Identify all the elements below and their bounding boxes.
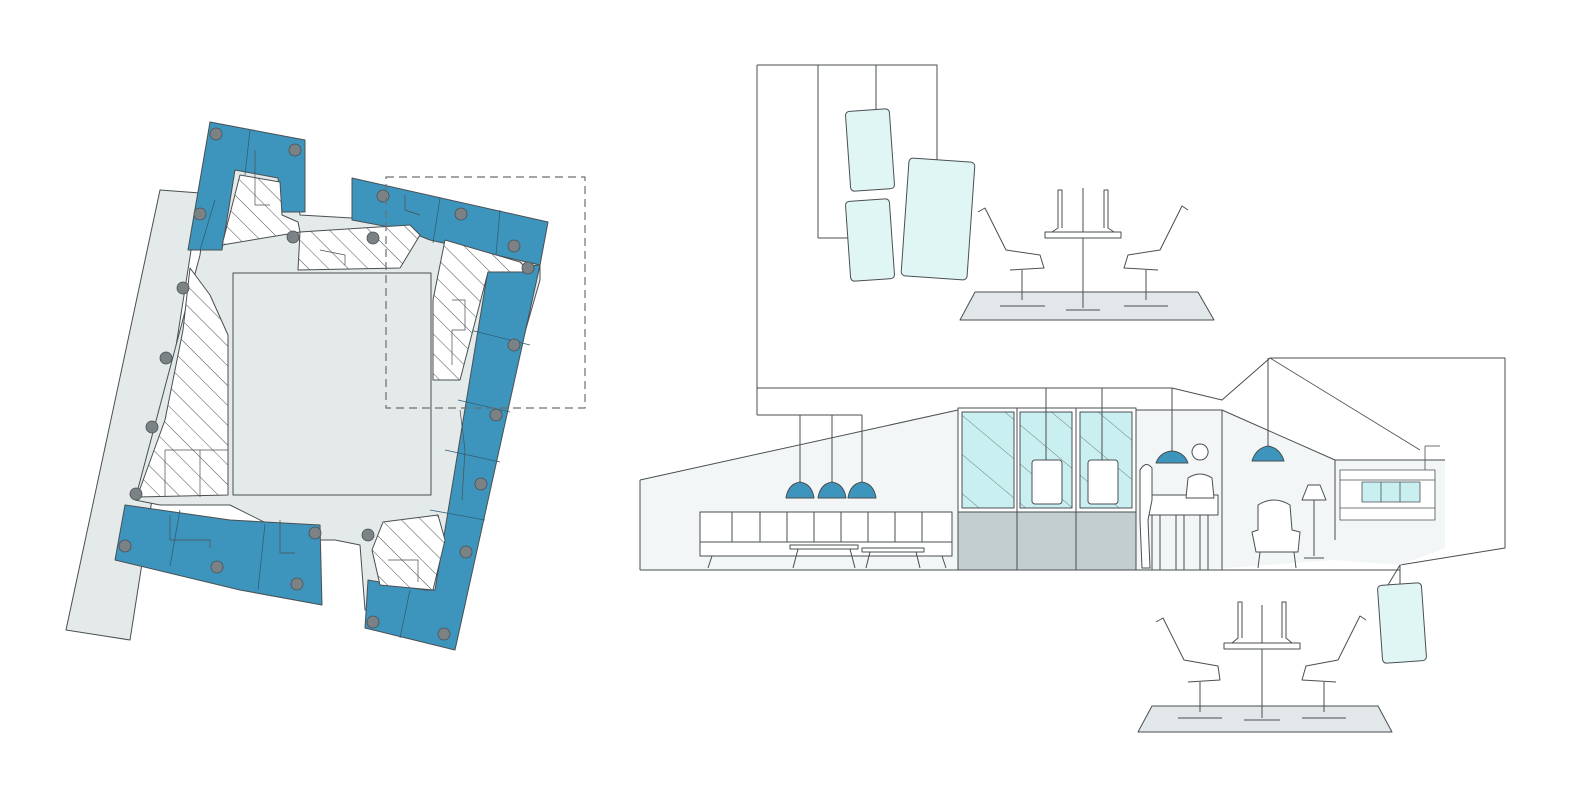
column-marker bbox=[459, 545, 473, 559]
monitor-icon bbox=[900, 157, 976, 281]
plan-central-hall bbox=[232, 272, 432, 496]
office-chair-icon bbox=[1301, 615, 1367, 719]
column-marker bbox=[288, 143, 302, 157]
lounge-pendants bbox=[785, 414, 877, 499]
pendant-lamp-icon bbox=[1155, 450, 1189, 464]
column-marker bbox=[366, 615, 380, 629]
monitor-icon bbox=[845, 108, 895, 192]
column-marker bbox=[176, 281, 190, 295]
monitor-icon bbox=[1281, 601, 1293, 644]
column-marker bbox=[507, 239, 521, 253]
glass-partition bbox=[957, 388, 1137, 571]
column-marker bbox=[129, 487, 143, 501]
bar-area bbox=[1139, 388, 1219, 570]
person-figure bbox=[1139, 464, 1153, 569]
plan-hatched-zones bbox=[136, 174, 531, 591]
workspace-rug bbox=[959, 291, 1215, 321]
column-marker bbox=[145, 420, 159, 434]
floor-lamp-icon bbox=[1301, 484, 1327, 559]
pendant-lamp-icon bbox=[817, 481, 847, 499]
pendant-lamp-icon bbox=[785, 481, 815, 499]
monitor-icon bbox=[845, 198, 895, 282]
column-marker bbox=[290, 577, 304, 591]
lounge-sofa bbox=[699, 511, 953, 569]
column-marker bbox=[308, 526, 322, 540]
column-marker bbox=[366, 231, 380, 245]
column-marker bbox=[489, 408, 503, 422]
person-figure bbox=[1185, 443, 1215, 499]
column-marker bbox=[361, 528, 375, 542]
column-marker bbox=[474, 477, 488, 491]
column-marker bbox=[193, 207, 207, 221]
column-marker bbox=[521, 261, 535, 275]
pendant-lamp-icon bbox=[847, 481, 877, 499]
monitor-icon bbox=[1051, 189, 1063, 233]
plan-columns bbox=[118, 127, 535, 641]
monitor-icon bbox=[1031, 459, 1063, 505]
armchair-icon bbox=[1251, 499, 1301, 569]
plan-inner-lines bbox=[164, 150, 466, 582]
column-marker bbox=[286, 230, 300, 244]
office-chair-icon bbox=[1155, 617, 1222, 719]
floor-plan bbox=[65, 121, 586, 651]
column-marker bbox=[376, 189, 390, 203]
column-marker bbox=[210, 560, 224, 574]
column-marker bbox=[118, 539, 132, 553]
workspace-rug bbox=[1137, 705, 1393, 733]
column-marker bbox=[454, 207, 468, 221]
column-marker bbox=[209, 127, 223, 141]
office-chair-icon bbox=[1123, 205, 1189, 307]
workstation-desk bbox=[1223, 642, 1301, 650]
column-marker bbox=[159, 351, 173, 365]
workstation-desk bbox=[1044, 231, 1122, 239]
wall-screens bbox=[845, 108, 976, 282]
monitor-icon bbox=[1377, 582, 1427, 664]
office-chair-icon bbox=[977, 207, 1045, 307]
monitor-icon bbox=[1103, 189, 1115, 233]
plan-detail-callout bbox=[385, 176, 586, 409]
far-shelving bbox=[1339, 445, 1440, 521]
interior-section bbox=[639, 64, 1506, 733]
column-marker bbox=[437, 627, 451, 641]
plan-perimeter-zones bbox=[114, 121, 549, 651]
lower-workspace bbox=[1137, 601, 1393, 733]
upper-workspace bbox=[959, 188, 1215, 321]
plan-zone-grid bbox=[169, 129, 531, 639]
upper-frame bbox=[757, 64, 938, 180]
column-marker bbox=[507, 338, 521, 352]
monitor-icon bbox=[1087, 459, 1119, 505]
pendant-lamp-icon bbox=[1251, 445, 1285, 462]
plan-side-strip bbox=[65, 189, 201, 641]
monitor-icon bbox=[1231, 601, 1243, 644]
